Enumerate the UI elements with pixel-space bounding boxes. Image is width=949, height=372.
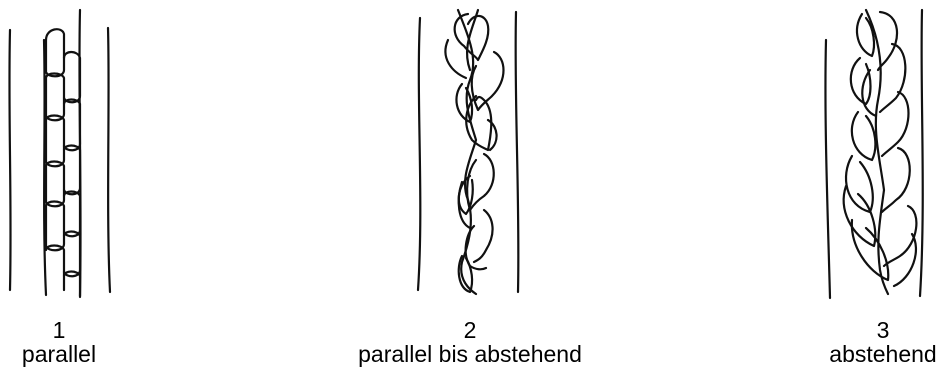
hair-edge-right bbox=[108, 28, 110, 292]
caption-figure-1: 1 parallel bbox=[0, 318, 134, 366]
scale-leaf bbox=[851, 58, 871, 104]
scale-leaf bbox=[455, 14, 489, 60]
scale-leaf bbox=[882, 148, 910, 212]
cell bbox=[46, 162, 64, 207]
hair-edge-right bbox=[516, 12, 519, 292]
cell bbox=[46, 116, 64, 167]
hair-edge-left bbox=[9, 30, 10, 290]
scale-leaf bbox=[884, 206, 916, 266]
figure-number: 3 bbox=[808, 318, 949, 342]
figure-1-parallel-scales bbox=[9, 10, 110, 297]
figure-label: parallel bis abstehend bbox=[300, 342, 640, 366]
caption-figure-3: 3 abstehend bbox=[808, 318, 949, 366]
caption-figure-2: 2 parallel bis abstehend bbox=[300, 318, 640, 366]
cell bbox=[64, 52, 80, 102]
cell bbox=[46, 246, 64, 291]
figure-number: 1 bbox=[0, 318, 134, 342]
cell bbox=[64, 146, 80, 195]
scale-leaf bbox=[882, 92, 909, 156]
hair-edge-left bbox=[825, 40, 830, 298]
cell bbox=[46, 29, 64, 76]
figure-label: abstehend bbox=[808, 342, 949, 366]
figure-number: 2 bbox=[300, 318, 640, 342]
figure-3-spreading-scales bbox=[825, 10, 922, 298]
scale-leaf bbox=[852, 112, 876, 160]
cell bbox=[46, 74, 64, 121]
cell bbox=[64, 100, 80, 151]
hair-edge-right bbox=[920, 10, 923, 296]
cell bbox=[64, 192, 80, 237]
figure-label: parallel bbox=[0, 342, 134, 366]
scale-leaf bbox=[880, 44, 905, 112]
scale-leaf bbox=[474, 210, 493, 262]
scale-leaf bbox=[472, 52, 504, 110]
figure-2-semi-spreading-scales bbox=[418, 10, 518, 294]
hair-edge-left bbox=[418, 18, 420, 290]
cell bbox=[64, 232, 80, 277]
cell bbox=[46, 202, 64, 251]
scale-stalk bbox=[866, 10, 888, 294]
scale-leaf bbox=[846, 156, 873, 212]
scale-leaf bbox=[852, 220, 888, 280]
